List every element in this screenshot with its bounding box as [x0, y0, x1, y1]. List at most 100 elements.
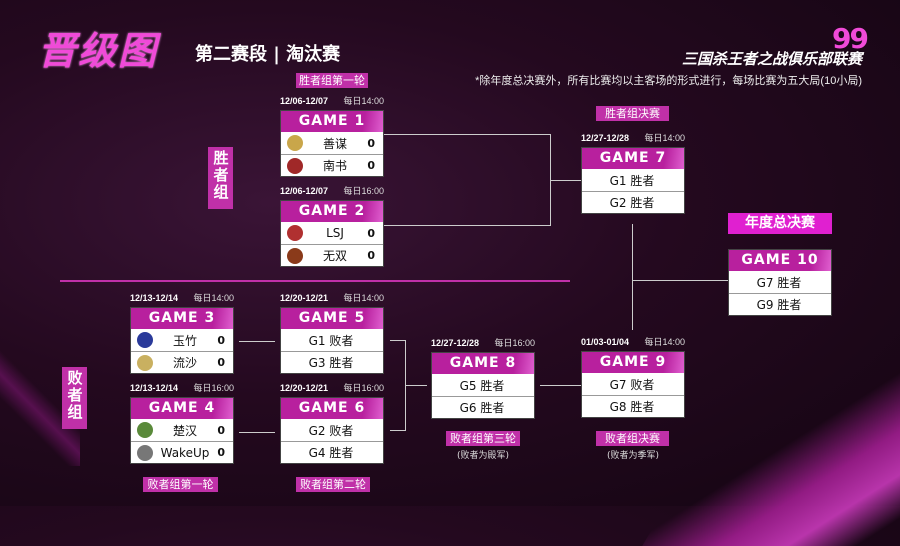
slot-reference: G9 胜者 [756, 298, 802, 312]
match-date: 12/27-12/28 [431, 338, 480, 348]
match-card-g6[interactable]: GAME 6 G2 败者 G4 胜者 [280, 397, 384, 464]
connector [384, 225, 550, 226]
slot-reference: G5 胜者 [459, 378, 505, 393]
slot-reference: G4 胜者 [308, 446, 354, 460]
losers-group-text: 败者组 [65, 370, 84, 421]
connector [384, 134, 550, 135]
match-time: 每日14:00 [343, 96, 384, 106]
match-time: 每日16:00 [343, 186, 384, 196]
schedule-g2: 12/06-12/07 每日16:00 [280, 186, 384, 197]
team-score: 0 [217, 423, 225, 437]
connector [239, 432, 275, 433]
slot-reference: G8 胜者 [609, 400, 655, 414]
round-tag-wf: 胜者组决赛 [596, 106, 669, 121]
game-title: GAME 9 [582, 352, 684, 373]
team-logo-icon [287, 157, 303, 174]
match-time: 每日16:00 [494, 338, 535, 348]
match-card-g8[interactable]: GAME 8 G5 胜者 G6 胜者 [431, 352, 535, 419]
round-note-lf: (败者为季军) [606, 451, 660, 461]
schedule-g3: 12/13-12/14 每日14:00 [130, 293, 234, 304]
game-title: GAME 6 [281, 398, 383, 419]
slot-row: G2 胜者 [582, 191, 684, 213]
match-time: 每日14:00 [644, 133, 685, 143]
round-tag-w1: 胜者组第一轮 [296, 73, 368, 88]
match-time: 每日14:00 [644, 337, 685, 347]
match-date: 12/27-12/28 [581, 133, 630, 143]
slot-row: G9 胜者 [729, 293, 831, 315]
slot-row: G7 胜者 [729, 271, 831, 293]
connector [390, 430, 406, 431]
team-name: LSJ [326, 226, 344, 240]
match-time: 每日14:00 [343, 293, 384, 303]
match-date: 12/13-12/14 [130, 293, 179, 303]
group-divider [60, 280, 570, 282]
team-score: 0 [217, 333, 225, 347]
slot-row: G4 胜者 [281, 441, 383, 463]
match-time: 每日16:00 [343, 383, 384, 393]
match-date: 12/20-12/21 [280, 293, 329, 303]
match-time: 每日14:00 [193, 293, 234, 303]
team-name: 善谋 [322, 136, 347, 151]
team-row[interactable]: 善谋 0 [281, 132, 383, 154]
game-title: GAME 1 [281, 111, 383, 132]
winners-group-text: 胜者组 [211, 150, 230, 201]
slot-reference: G2 败者 [308, 423, 354, 438]
slot-row: G2 败者 [281, 419, 383, 441]
team-name: 无双 [322, 249, 347, 263]
winners-group-label: 胜者组 [208, 147, 233, 209]
league-name: 三国杀王者之战俱乐部联赛 [681, 50, 862, 68]
team-name: 流沙 [172, 356, 197, 370]
slot-row: G7 败者 [582, 373, 684, 395]
team-logo-icon [137, 354, 153, 371]
connector [632, 280, 728, 281]
team-score: 0 [217, 446, 225, 459]
schedule-g1: 12/06-12/07 每日14:00 [280, 96, 384, 107]
slot-reference: G2 胜者 [609, 196, 655, 210]
team-score: 0 [367, 226, 375, 240]
slot-reference: G7 败者 [609, 377, 655, 392]
match-date: 12/06-12/07 [280, 96, 329, 106]
slot-row: G6 胜者 [432, 396, 534, 418]
team-row[interactable]: LSJ 0 [281, 222, 383, 244]
brand-logo: 99 [832, 22, 869, 55]
team-row[interactable]: WakeUp 0 [131, 441, 233, 463]
match-date: 12/20-12/21 [280, 383, 329, 393]
game-title: GAME 10 [729, 250, 831, 271]
slot-reference: G3 胜者 [308, 356, 354, 370]
round-note-l3: (败者为殿军) [456, 451, 510, 461]
slot-row: G1 胜者 [582, 169, 684, 191]
game-title: GAME 8 [432, 353, 534, 374]
slot-row: G3 胜者 [281, 351, 383, 373]
losers-group-label: 败者组 [62, 367, 87, 429]
team-row[interactable]: 无双 0 [281, 244, 383, 266]
page-title: 晋级图 [38, 29, 159, 73]
schedule-g6: 12/20-12/21 每日16:00 [280, 383, 384, 394]
round-tag-lf: 败者组决赛 [596, 431, 669, 446]
round-tag-l2: 败者组第二轮 [296, 477, 370, 492]
team-logo-icon [287, 135, 303, 151]
team-name: 南书 [322, 159, 347, 173]
team-name: WakeUp [160, 445, 210, 460]
match-card-g9[interactable]: GAME 9 G7 败者 G8 胜者 [581, 351, 685, 418]
match-date: 12/06-12/07 [280, 186, 329, 196]
connector [239, 341, 275, 342]
game-title: GAME 3 [131, 308, 233, 329]
game-title: GAME 5 [281, 308, 383, 329]
schedule-g8: 12/27-12/28 每日16:00 [431, 338, 535, 349]
team-score: 0 [367, 249, 375, 262]
team-score: 0 [367, 136, 375, 150]
game-title: GAME 4 [131, 398, 233, 419]
